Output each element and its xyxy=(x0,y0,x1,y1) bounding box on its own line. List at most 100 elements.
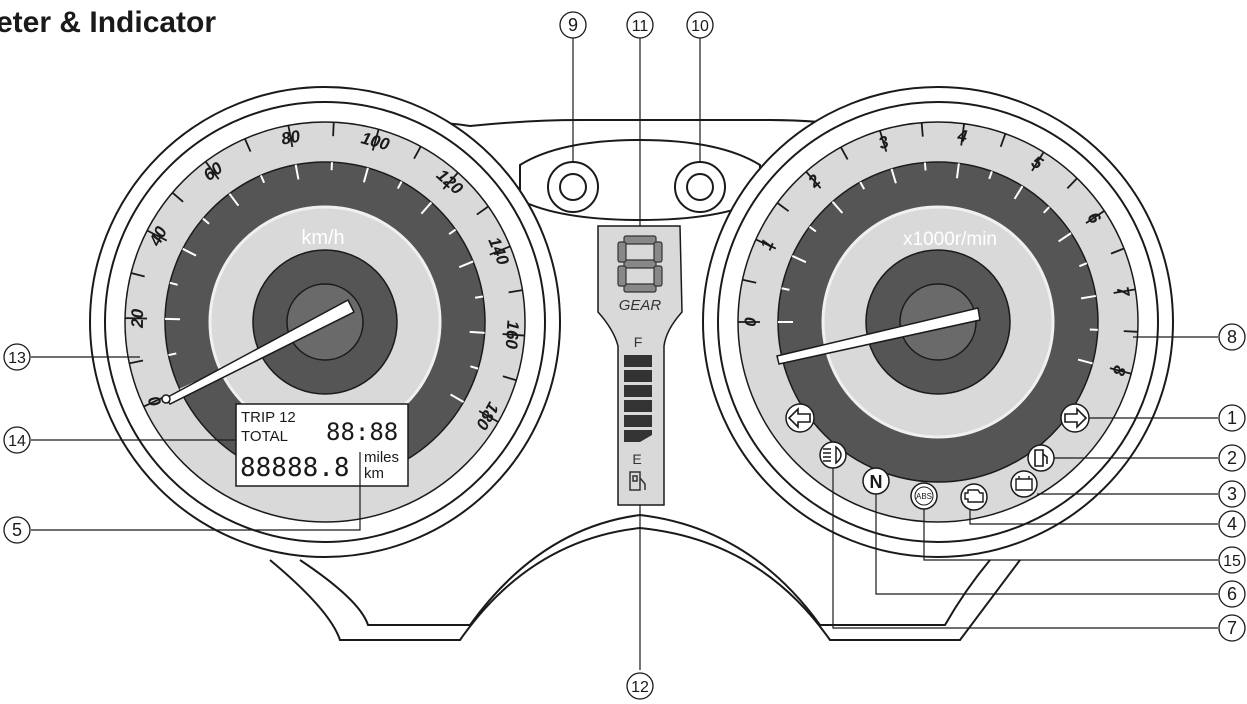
gear-indicator-digit xyxy=(617,235,663,293)
gear-label: GEAR xyxy=(619,297,662,314)
speedometer-inner-tick xyxy=(420,201,433,215)
speedometer-inner-tick xyxy=(259,174,266,184)
callout-leaders xyxy=(31,38,1218,670)
speedometer-tick xyxy=(489,245,511,256)
callout-4: 4 xyxy=(1218,510,1246,538)
lcd-display: TRIP 12 TOTAL 88:88 88888.8 miles km xyxy=(235,403,409,487)
fuel-empty-label: E xyxy=(632,451,641,467)
lcd-clock: 88:88 xyxy=(326,418,398,446)
speedometer-inner-tick xyxy=(294,164,300,180)
speedometer-inner-tick xyxy=(202,217,210,225)
tachometer-inner-tick xyxy=(781,287,790,291)
lcd-trip: TRIP 12 xyxy=(241,409,296,426)
speedometer-tick xyxy=(146,229,168,242)
tachometer-inner-tick xyxy=(791,255,807,264)
speedometer-inner-tick xyxy=(458,260,474,269)
fuel-bar xyxy=(624,430,652,442)
callout-number: 3 xyxy=(1227,484,1237,504)
fuel-bar xyxy=(624,355,652,367)
indicator-lamps: N ABS xyxy=(785,403,1090,511)
callout-number: 2 xyxy=(1227,448,1237,468)
tachometer-inner-tick xyxy=(1077,358,1093,365)
speedometer-scale-label: 160 xyxy=(502,320,523,350)
tachometer-inner-tick xyxy=(859,181,866,190)
tachometer-tick xyxy=(1066,177,1078,189)
tachometer-tick xyxy=(999,133,1007,148)
speedometer-tick xyxy=(332,122,335,137)
left-arrow-icon xyxy=(787,407,811,429)
speedometer-inner-tick xyxy=(469,330,485,334)
left-turn-indicator xyxy=(785,403,815,433)
callout-number: 13 xyxy=(8,350,26,367)
tachometer-tick xyxy=(1085,210,1105,224)
abs-indicator: ABS xyxy=(910,482,938,510)
tachometer-tick xyxy=(755,238,777,250)
speedometer-tick xyxy=(502,375,517,382)
battery-indicator xyxy=(1010,470,1038,498)
callout-12: 12 xyxy=(626,672,654,700)
tachometer-ticks xyxy=(738,122,1138,375)
tachometer-inner-tick xyxy=(831,201,844,214)
speedometer-inner-tick xyxy=(448,228,457,236)
callout-number: 11 xyxy=(632,18,649,35)
callout-6: 6 xyxy=(1218,580,1246,608)
neutral-label: N xyxy=(870,472,883,492)
tachometer-tick xyxy=(776,202,790,212)
tachometer-inner-tick xyxy=(955,163,960,179)
lcd-unit-km: km xyxy=(364,465,384,482)
callout-9: 9 xyxy=(559,11,587,39)
speedometer-tick xyxy=(508,289,523,294)
speedometer-inner-tick xyxy=(228,193,240,207)
right-turn-indicator xyxy=(1060,403,1090,433)
tachometer-inner-tick xyxy=(988,171,993,180)
tachometer-inner-tick xyxy=(923,162,927,171)
tachometer-inner-tick xyxy=(808,225,817,233)
speedometer-tick xyxy=(442,171,459,190)
speedometer-inner-tick xyxy=(396,181,403,190)
fuel-bar xyxy=(624,415,652,427)
tachometer-tick xyxy=(840,146,849,160)
speedometer-tick xyxy=(171,192,184,203)
tachometer-tick xyxy=(742,278,757,284)
speedometer-tick xyxy=(478,410,499,423)
lcd-unit-miles: miles xyxy=(364,449,399,466)
fuel-gauge-bars xyxy=(624,355,652,442)
tachometer-tick xyxy=(879,130,888,152)
engine-icon xyxy=(964,489,984,503)
tachometer-tick xyxy=(960,123,965,146)
speedometer-ticks xyxy=(125,122,525,423)
callout-8: 8 xyxy=(1218,323,1246,351)
callout-number: 12 xyxy=(631,679,649,696)
speedometer-inner-tick xyxy=(474,295,484,299)
battery-icon xyxy=(1015,476,1033,491)
tachometer-tick xyxy=(1113,288,1136,294)
speedometer-scale-label: 80 xyxy=(280,127,303,149)
callout-number: 15 xyxy=(1223,553,1241,570)
callout-1: 1 xyxy=(1218,404,1246,432)
callout-14: 14 xyxy=(3,426,31,454)
speedometer-tick xyxy=(204,161,220,180)
callout-7: 7 xyxy=(1218,614,1246,642)
tachometer-inner-tick xyxy=(1013,185,1024,200)
speedometer-tick xyxy=(287,125,294,148)
high-beam-icon xyxy=(823,445,842,465)
callout-number: 5 xyxy=(12,520,22,540)
callout-number: 9 xyxy=(568,15,578,35)
callout-5: 5 xyxy=(3,516,31,544)
tachometer-needle xyxy=(776,307,981,365)
speedometer-inner-tick xyxy=(168,352,177,357)
tachometer-inner-tick xyxy=(1042,206,1050,214)
fuel-bar xyxy=(624,400,652,412)
tachometer-inner-tick xyxy=(1078,262,1088,268)
tachometer-tick xyxy=(920,122,924,137)
fuel-pump-icon xyxy=(1034,449,1048,467)
abs-label: ABS xyxy=(916,492,932,501)
speedometer-scale-label: 20 xyxy=(128,308,147,329)
fuel-full-label: F xyxy=(634,334,643,350)
fuel-bar xyxy=(624,385,652,397)
speedometer-inner-tick xyxy=(182,247,197,257)
